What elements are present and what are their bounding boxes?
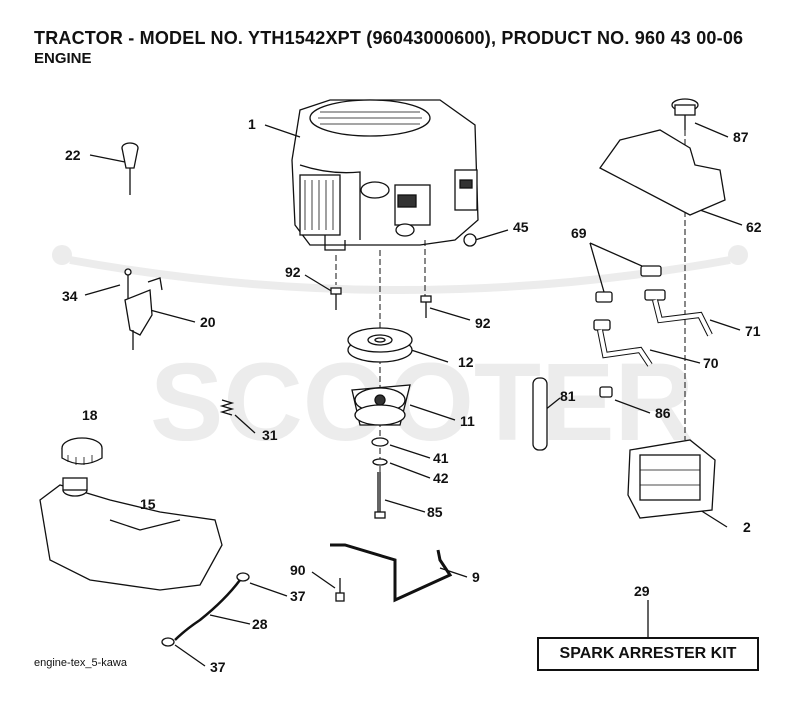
watermark-text: SCOOTER <box>150 341 694 464</box>
spark-arrester-kit-label: SPARK ARRESTER KIT <box>537 637 759 671</box>
hose-clamp-part <box>161 637 175 647</box>
spacer-part <box>372 458 388 466</box>
center-bolt-part <box>374 472 386 519</box>
callout-1: 1 <box>248 116 256 132</box>
rod-part <box>532 377 548 451</box>
engine-part <box>291 99 479 251</box>
callout-90: 90 <box>290 562 306 578</box>
callout-11: 11 <box>460 413 475 429</box>
bolt-part <box>330 287 432 318</box>
callout-20: 20 <box>200 314 216 330</box>
pulley-part <box>347 327 413 363</box>
callout-71: 71 <box>745 323 761 339</box>
callout-18: 18 <box>82 407 98 423</box>
callout-29: 29 <box>634 583 650 599</box>
spring-part <box>219 399 235 416</box>
clutch-part <box>351 384 411 426</box>
image-reference: engine-tex_5-kawa <box>34 657 127 669</box>
muffler-part <box>627 439 716 519</box>
watermark: SCOOTER <box>52 245 748 464</box>
fuel-tank-part <box>39 477 223 591</box>
callout-37: 37 <box>290 588 306 604</box>
callout-69: 69 <box>571 225 587 241</box>
callout-12: 12 <box>458 354 474 370</box>
page-subtitle: ENGINE <box>34 50 92 67</box>
callout-92: 92 <box>285 264 301 280</box>
lower-bolt-part <box>335 578 345 602</box>
muffler-nut-part <box>599 386 613 398</box>
bracket-rod-part <box>330 543 453 603</box>
callout-81: 81 <box>560 388 576 404</box>
heat-shield-part <box>599 129 726 216</box>
callout-41: 41 <box>433 450 449 466</box>
washer-part <box>371 437 389 447</box>
shield-knob-part <box>671 98 699 130</box>
callout-9: 9 <box>472 569 480 585</box>
callout-15: 15 <box>140 496 156 512</box>
callout-31: 31 <box>262 427 278 443</box>
callout-labels: 1 22 87 45 62 69 92 92 34 20 12 71 70 81… <box>62 116 762 675</box>
callout-28: 28 <box>252 616 268 632</box>
callout-42: 42 <box>433 470 449 486</box>
callout-86: 86 <box>655 405 671 421</box>
callout-37: 37 <box>210 659 226 675</box>
callout-70: 70 <box>703 355 719 371</box>
callout-34: 34 <box>62 288 78 304</box>
callout-87: 87 <box>733 129 749 145</box>
exhaust-pipe-part <box>593 265 713 367</box>
page-title: TRACTOR - MODEL NO. YTH1542XPT (96043000… <box>34 28 744 48</box>
nut-part <box>463 233 477 247</box>
hose-clamp-part <box>236 572 250 582</box>
callout-92: 92 <box>475 315 491 331</box>
fuel-line-part <box>174 579 241 641</box>
callout-85: 85 <box>427 504 443 520</box>
callout-22: 22 <box>65 147 81 163</box>
fuel-cap-part <box>61 437 103 465</box>
callout-2: 2 <box>743 519 751 535</box>
callout-62: 62 <box>746 219 762 235</box>
throttle-bracket-part <box>124 268 163 350</box>
callout-45: 45 <box>513 219 529 235</box>
choke-knob-part <box>121 142 139 195</box>
